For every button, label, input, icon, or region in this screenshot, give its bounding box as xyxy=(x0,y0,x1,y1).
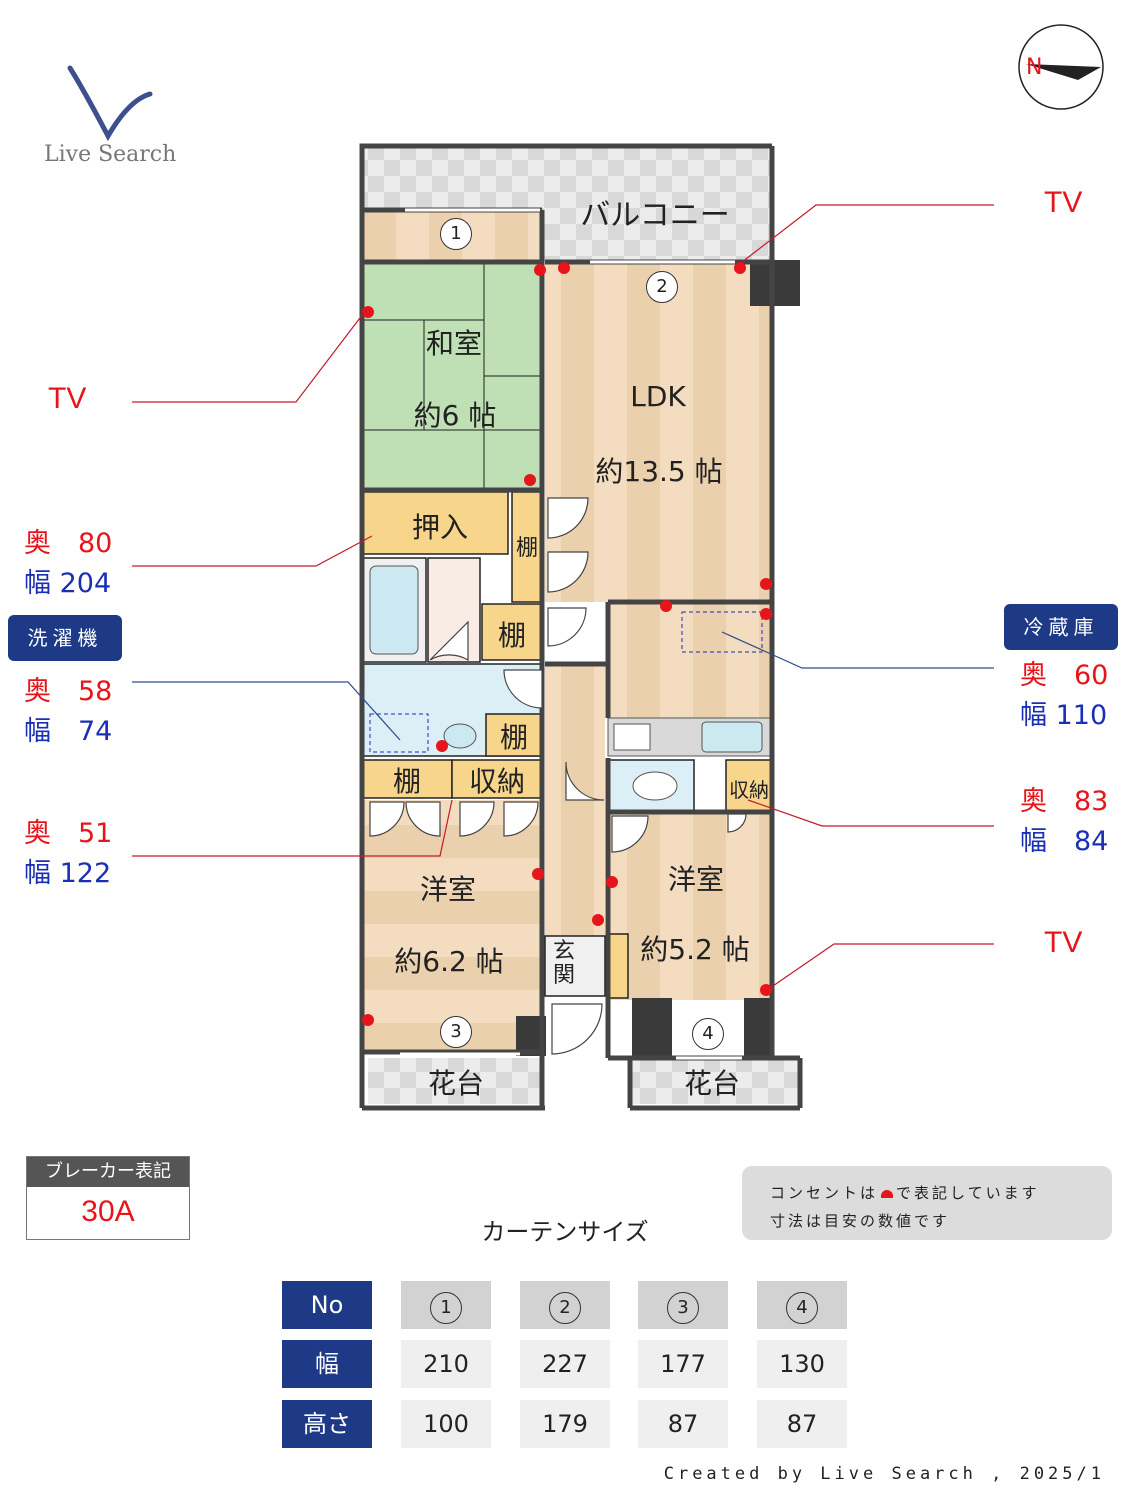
ldk-area xyxy=(545,262,772,602)
window-marker-1: 1 xyxy=(440,218,472,250)
logo-text: Live Search xyxy=(44,142,177,167)
note-line1-a: コンセントは xyxy=(770,1184,879,1202)
tv-label-bottom-right: TV xyxy=(1044,926,1083,959)
ldk-name: LDK xyxy=(630,380,686,413)
curtain-no-2: 2 xyxy=(549,1292,581,1324)
breaker-label: ブレーカー表記 xyxy=(27,1157,189,1187)
curtain-header-no: No xyxy=(282,1281,372,1329)
toilet-icon xyxy=(632,771,678,801)
balcony-label: バルコニー xyxy=(580,198,730,233)
breaker-value: 30A xyxy=(81,1195,135,1228)
curtain-no-4: 4 xyxy=(786,1292,818,1324)
logo: Live Search xyxy=(40,62,210,172)
genkan-label: 玄関 xyxy=(552,939,575,988)
note-box: コンセントはで表記しています 寸法は目安の数値です xyxy=(742,1166,1112,1240)
tana-label-4: 棚 xyxy=(392,765,421,798)
bathtub-icon xyxy=(369,565,419,655)
window-marker-4: 4 xyxy=(692,1018,724,1050)
shuno-label-2: 収納 xyxy=(729,778,769,802)
sink-icon xyxy=(701,721,763,753)
curtain-height-1: 100 xyxy=(401,1400,491,1448)
logo-mark xyxy=(67,65,153,142)
oshiire-width: 幅 204 xyxy=(24,568,112,599)
closet-dims: 奥 51 幅 122 xyxy=(24,814,112,894)
tv-label-top-right: TV xyxy=(1044,186,1083,219)
shuno-dims: 奥 83 幅 84 xyxy=(1020,782,1108,862)
yoshitsu2-name: 洋室 xyxy=(667,863,724,896)
tana-label-3: 棚 xyxy=(499,721,528,754)
shuno-width: 幅 84 xyxy=(1020,826,1109,857)
oshiire-label: 押入 xyxy=(411,511,468,544)
yoshitsu2-area xyxy=(608,814,772,1000)
kadai-label-1: 花台 xyxy=(427,1067,484,1100)
curtain-width-4: 130 xyxy=(757,1340,847,1388)
washer-space xyxy=(369,713,429,753)
footer-credit: Created by Live Search , 2025/1 xyxy=(663,1464,1105,1484)
window-marker-3: 3 xyxy=(440,1016,472,1048)
stove-icon xyxy=(613,723,651,751)
oshiire-area xyxy=(361,491,509,555)
yoshitsu1-area xyxy=(362,800,542,1052)
curtain-no-3: 3 xyxy=(667,1292,699,1324)
fridge-space xyxy=(681,611,763,653)
shuno-depth: 奥 83 xyxy=(1020,786,1109,817)
oshiire-dims: 奥 80 幅 204 xyxy=(24,524,112,604)
curtain-width-3: 177 xyxy=(638,1340,728,1388)
ldk-size: 約13.5 帖 xyxy=(595,455,723,488)
tv-label-left: TV xyxy=(48,382,87,415)
outlet-icon xyxy=(881,1190,894,1198)
curtain-width-1: 210 xyxy=(401,1340,491,1388)
curtain-header-width: 幅 xyxy=(282,1340,372,1388)
fridge-badge: 冷蔵庫 xyxy=(1004,604,1118,650)
note-line1-b: で表記しています xyxy=(896,1184,1040,1202)
fridge-dims: 奥 60 幅 110 xyxy=(1020,656,1108,736)
curtain-width-2: 227 xyxy=(520,1340,610,1388)
tana-label-2: 棚 xyxy=(497,619,526,652)
closet-depth: 奥 51 xyxy=(24,818,113,849)
washer-badge: 洗濯機 xyxy=(8,615,122,661)
curtain-header-height: 高さ xyxy=(282,1400,372,1448)
yoshitsu1-size: 約6.2 帖 xyxy=(394,945,504,978)
compass-icon: N xyxy=(1016,22,1106,112)
washitsu-name: 和室 xyxy=(425,327,482,360)
tana-label-1: 棚 xyxy=(515,536,538,561)
fridge-depth: 奥 60 xyxy=(1020,660,1109,691)
washer-depth: 奥 58 xyxy=(24,676,113,707)
outlet-markers xyxy=(362,262,772,1026)
curtain-no-1: 1 xyxy=(430,1292,462,1324)
floor-plan xyxy=(132,143,994,1111)
yoshitsu1-name: 洋室 xyxy=(419,873,476,906)
closet-width: 幅 122 xyxy=(24,858,112,889)
yoshitsu2-size: 約5.2 帖 xyxy=(640,933,750,966)
oshiire-depth: 奥 80 xyxy=(24,528,113,559)
washer-width: 幅 74 xyxy=(24,716,113,747)
shuno-label-1: 収納 xyxy=(468,765,525,798)
curtain-title: カーテンサイズ xyxy=(481,1218,649,1246)
door-swing-icon xyxy=(369,497,747,1055)
curtain-height-4: 87 xyxy=(757,1400,847,1448)
breaker-box: ブレーカー表記 30A xyxy=(26,1156,190,1240)
curtain-no: 1 xyxy=(401,1281,491,1329)
curtain-no: 2 xyxy=(520,1281,610,1329)
washitsu-area xyxy=(362,262,542,488)
washer-dims: 奥 58 幅 74 xyxy=(24,672,112,752)
curtain-height-3: 87 xyxy=(638,1400,728,1448)
washitsu-size: 約6 帖 xyxy=(413,399,497,432)
kadai-label-2: 花台 xyxy=(683,1067,740,1100)
curtain-no: 4 xyxy=(757,1281,847,1329)
svg-text:N: N xyxy=(1026,55,1042,80)
curtain-height-2: 179 xyxy=(520,1400,610,1448)
window-marker-2: 2 xyxy=(646,271,678,303)
fridge-width: 幅 110 xyxy=(1020,700,1108,731)
curtain-no: 3 xyxy=(638,1281,728,1329)
note-line2: 寸法は目安の数値です xyxy=(770,1212,951,1230)
